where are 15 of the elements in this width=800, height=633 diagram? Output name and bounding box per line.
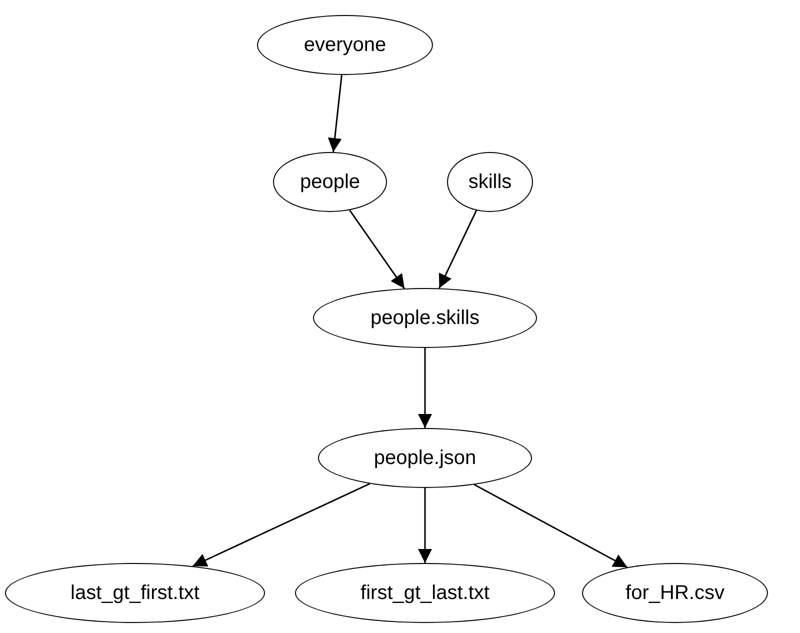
node-label: for_HR.csv <box>626 582 724 604</box>
node-label: people.json <box>374 446 476 470</box>
node-label: last_gt_first.txt <box>70 582 200 604</box>
arrow <box>418 348 432 428</box>
arrow <box>418 488 432 563</box>
node-label: people <box>300 170 360 194</box>
node-label: skills <box>468 170 512 194</box>
node-label: everyone <box>304 34 386 56</box>
node-label: people.skills <box>370 306 480 330</box>
arrow <box>349 210 406 289</box>
arrow <box>192 483 370 567</box>
arrow <box>474 484 628 568</box>
node-label: first_gt_last.txt <box>360 582 490 604</box>
arrow <box>438 210 478 289</box>
arrow <box>328 74 342 152</box>
